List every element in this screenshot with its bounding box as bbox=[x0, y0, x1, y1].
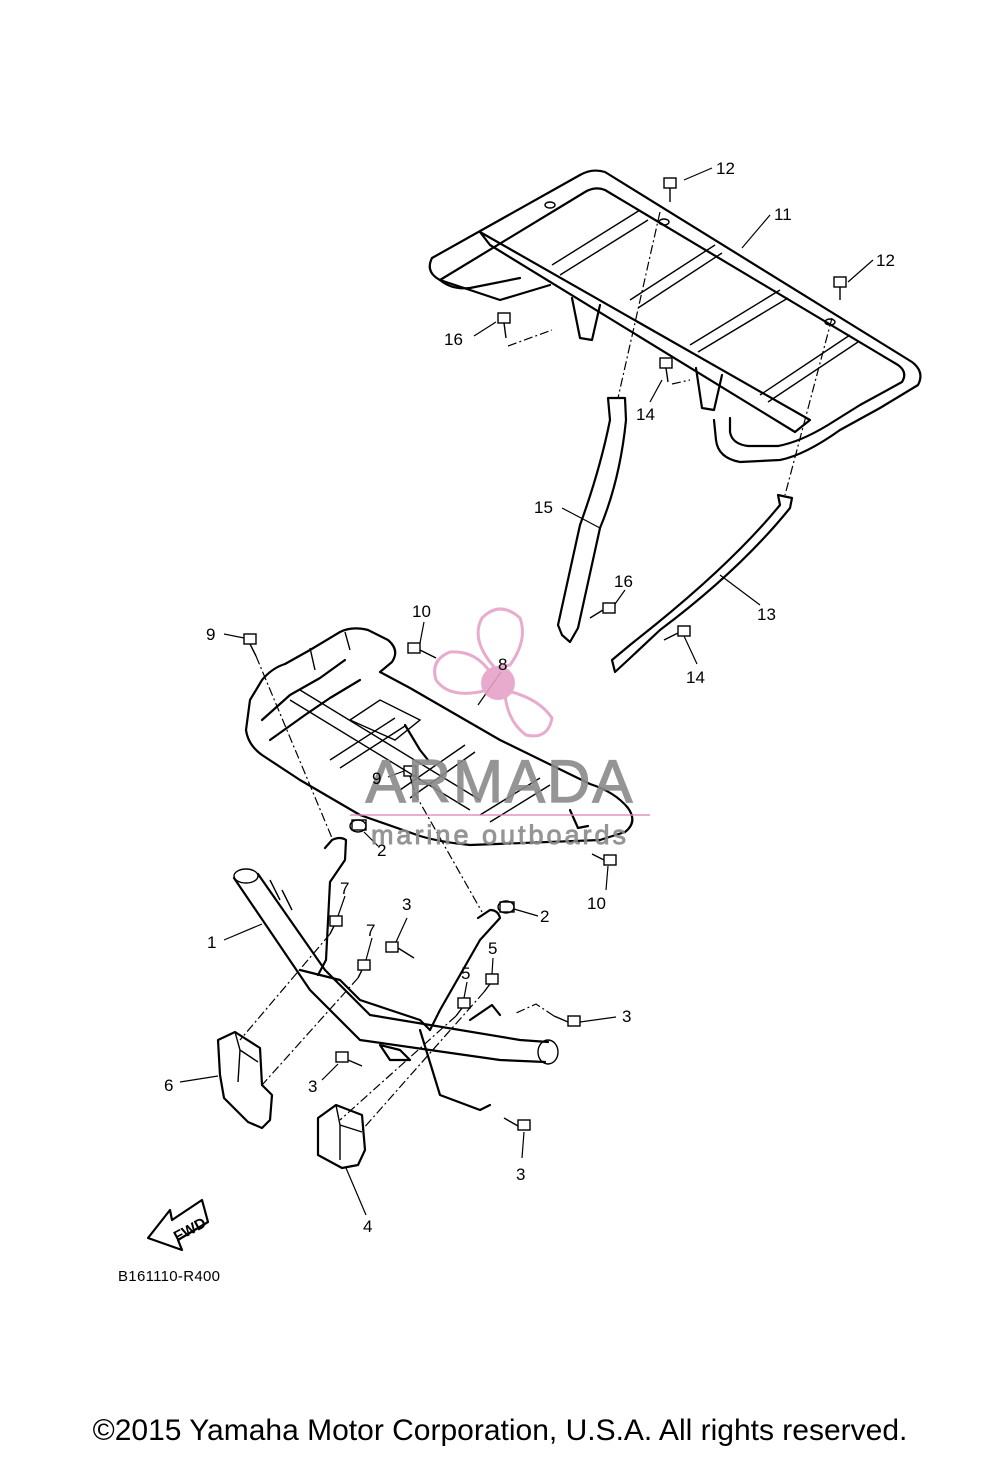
bolt-9a bbox=[243, 633, 257, 657]
bolt-3d bbox=[503, 1117, 531, 1131]
propeller-blade-3 bbox=[503, 690, 554, 738]
bolt-12b bbox=[833, 276, 847, 300]
callout-5: 5 bbox=[488, 939, 497, 958]
callout-16: 16 bbox=[444, 330, 463, 349]
propeller-blade-1 bbox=[476, 607, 524, 670]
callout-13: 13 bbox=[757, 605, 776, 624]
bolt-14a bbox=[659, 357, 673, 383]
callout-14: 14 bbox=[686, 668, 705, 687]
callout-9: 9 bbox=[206, 625, 215, 644]
stay-13 bbox=[610, 493, 794, 674]
bolt-3c bbox=[335, 1051, 363, 1067]
bolt-3a bbox=[385, 941, 415, 959]
callout-2: 2 bbox=[377, 841, 386, 860]
callout-3: 3 bbox=[516, 1165, 525, 1184]
callout-labels: 12 11 12 16 14 15 16 13 14 10 9 8 9 2 10… bbox=[164, 159, 895, 1236]
diagram-code: B161110-R400 bbox=[118, 1268, 221, 1285]
rear-carrier bbox=[428, 169, 922, 464]
callout-12: 12 bbox=[876, 251, 895, 270]
callout-1: 1 bbox=[207, 933, 216, 952]
callout-8: 8 bbox=[498, 655, 507, 674]
stay-15 bbox=[556, 396, 628, 644]
copyright-notice: ©2015 Yamaha Motor Corporation, U.S.A. A… bbox=[92, 1414, 908, 1447]
front-carrier bbox=[244, 627, 634, 847]
callout-10: 10 bbox=[412, 602, 431, 621]
callout-14: 14 bbox=[636, 405, 655, 424]
callout-11: 11 bbox=[774, 205, 792, 224]
armada-logo: ARMADA marine outboards bbox=[350, 607, 650, 850]
watermark-tagline: marine outboards bbox=[371, 820, 629, 850]
fwd-arrow-icon: FWD bbox=[146, 1198, 209, 1252]
grommet-2b bbox=[497, 900, 515, 914]
callout-3: 3 bbox=[308, 1077, 317, 1096]
cover-4 bbox=[316, 1103, 367, 1170]
callout-7: 7 bbox=[340, 879, 349, 898]
bolt-10b bbox=[591, 853, 617, 866]
bolt-16a bbox=[497, 312, 511, 339]
bolt-5b bbox=[455, 997, 471, 1017]
fwd-label: FWD bbox=[171, 1214, 209, 1245]
front-guard bbox=[232, 836, 559, 1112]
bolt-10a bbox=[407, 642, 437, 659]
alignment-lines bbox=[239, 211, 833, 1131]
callout-3: 3 bbox=[622, 1007, 631, 1026]
leader-lines bbox=[179, 167, 874, 1216]
callout-2: 2 bbox=[540, 907, 549, 926]
callout-10: 10 bbox=[587, 894, 606, 913]
bolt-12a bbox=[663, 177, 677, 202]
propeller-blade-2 bbox=[433, 650, 492, 695]
bolts bbox=[243, 177, 847, 1131]
cover-6 bbox=[216, 1030, 274, 1130]
callout-6: 6 bbox=[164, 1076, 173, 1095]
watermark-name: ARMADA bbox=[366, 748, 635, 815]
callout-4: 4 bbox=[363, 1217, 372, 1236]
bolt-5a bbox=[483, 973, 499, 993]
callout-5: 5 bbox=[461, 964, 470, 983]
propeller-hub bbox=[481, 666, 515, 700]
callout-16: 16 bbox=[614, 572, 633, 591]
bolt-14b bbox=[663, 625, 691, 641]
callout-9: 9 bbox=[372, 769, 381, 788]
bolt-7a bbox=[329, 915, 343, 935]
grommet-2a bbox=[349, 819, 367, 833]
bolt-3b bbox=[553, 1015, 581, 1027]
callout-7: 7 bbox=[366, 921, 375, 940]
callout-15: 15 bbox=[534, 498, 553, 517]
bolt-7b bbox=[357, 959, 371, 979]
bolt-16b bbox=[589, 602, 616, 619]
callout-3: 3 bbox=[402, 895, 411, 914]
callout-12: 12 bbox=[716, 159, 735, 178]
